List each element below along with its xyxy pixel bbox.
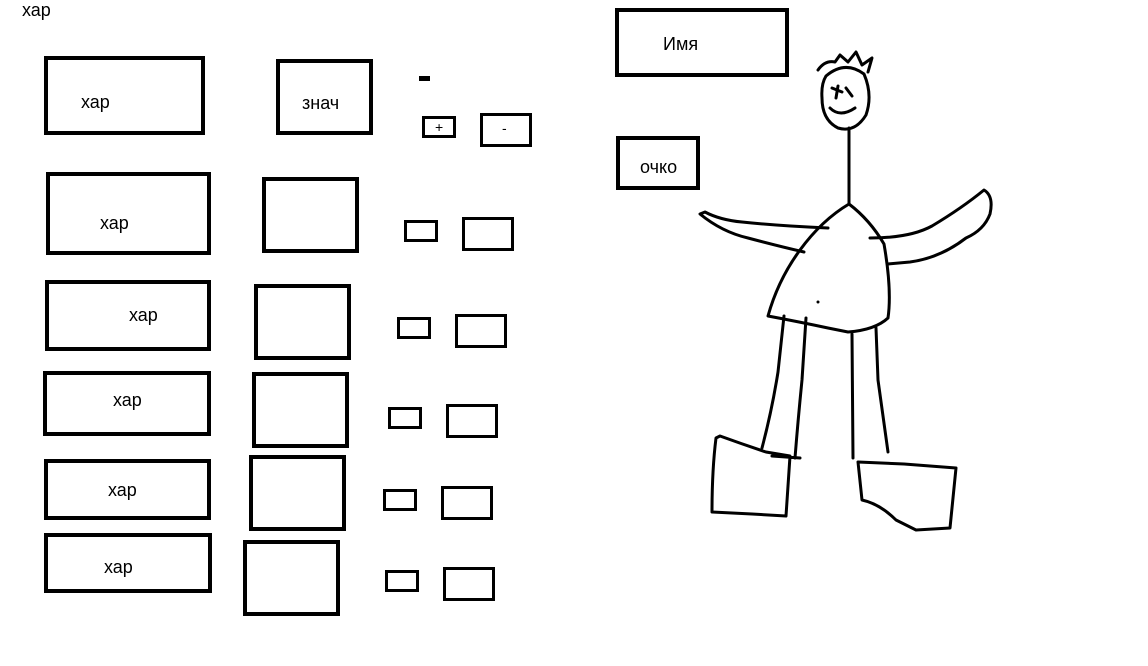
increase-button-1[interactable]: + [422,116,456,138]
decrease-button-2[interactable] [462,217,514,251]
increase-button-3[interactable] [397,317,431,339]
stat-name-field-1[interactable]: хар [44,56,205,135]
decrease-button-5[interactable] [441,486,493,520]
header-label: хар [22,0,51,20]
character-right-shoe [856,460,958,532]
stat-value-field-5[interactable] [249,455,346,531]
minus-icon: - [502,120,507,136]
character-body [766,202,891,334]
increase-button-5[interactable] [383,489,417,511]
decrease-button-1[interactable]: - [480,113,532,147]
stat-name-field-6[interactable]: хар [44,533,212,593]
stat-name-label-2: хар [100,213,129,233]
decrease-button-6[interactable] [443,567,495,601]
stat-name-label-6: хар [104,557,133,577]
increase-button-2[interactable] [404,220,438,242]
stat-value-field-3[interactable] [254,284,351,360]
stat-value-label-1: знач [302,93,340,113]
stat-name-field-5[interactable]: хар [44,459,211,520]
character-left-arm [698,210,830,254]
stat-name-label-4: хар [113,390,142,410]
stat-value-field-4[interactable] [252,372,349,448]
stat-value-field-6[interactable] [243,540,340,616]
decrease-button-3[interactable] [455,314,507,348]
stat-value-field-2[interactable] [262,177,359,253]
stat-value-field-1[interactable]: знач [276,59,373,135]
character-name-field[interactable]: Имя [615,8,789,77]
increase-button-4[interactable] [388,407,422,429]
points-label: очко [640,157,678,177]
character-right-leg [850,326,890,460]
character-face [828,84,857,115]
dash-mark [419,76,430,81]
character-right-arm [868,188,993,266]
stat-name-field-2[interactable]: хар [46,172,211,255]
stat-name-field-4[interactable]: хар [43,371,211,436]
decrease-button-4[interactable] [446,404,498,438]
character-left-shoe [710,434,802,518]
character-name-label: Имя [663,34,699,54]
character-head [820,66,871,131]
plus-icon: + [435,119,444,135]
stat-name-field-3[interactable]: хар [45,280,211,351]
stat-name-label-5: хар [108,480,137,500]
stat-name-label-1: хар [81,92,110,112]
character-hair [816,50,874,74]
increase-button-6[interactable] [385,570,419,592]
character-left-leg [760,314,808,460]
stat-name-label-3: хар [129,305,158,325]
points-field[interactable]: очко [616,136,700,190]
